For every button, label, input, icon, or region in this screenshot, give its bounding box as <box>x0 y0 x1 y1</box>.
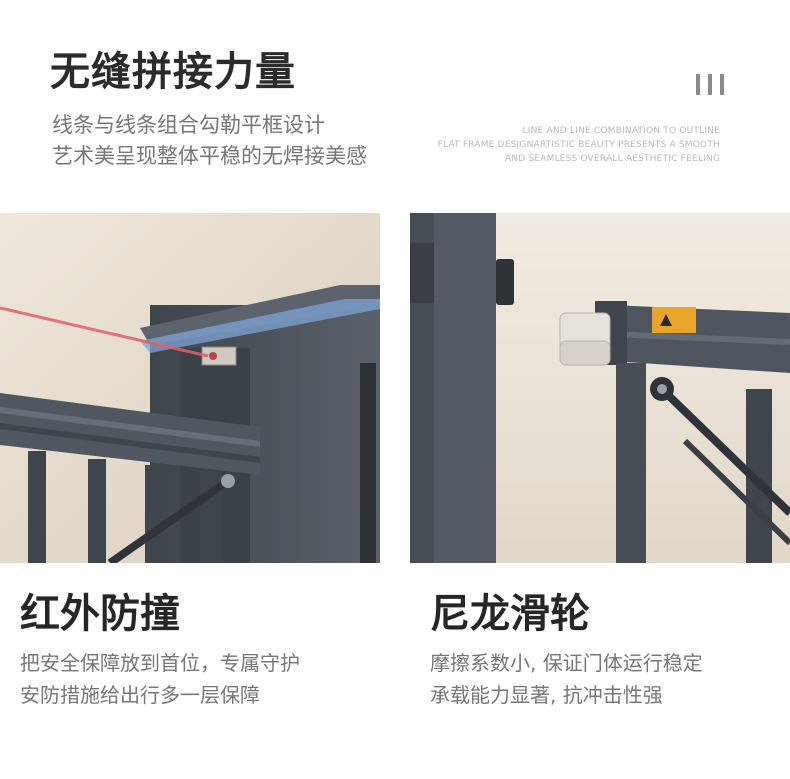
feature-desc-pulley-line-2: 承载能力显著, 抗冲击性强 <box>430 683 663 707</box>
page-title: 无缝拼接力量 <box>50 49 296 95</box>
english-caption-line-1: LINE AND LINE COMBINATION TO OUTLINE <box>522 126 720 136</box>
subtitle-line-1: 线条与线条组合勾勒平框设计 <box>52 113 325 137</box>
feature-desc-infrared-line-2: 安防措施给出行多一层保障 <box>20 683 260 707</box>
triple-bar-icon <box>696 74 724 95</box>
feature-title-infrared: 红外防撞 <box>20 591 180 637</box>
feature-title-pulley: 尼龙滑轮 <box>430 591 590 637</box>
feature-desc-infrared-line-1: 把安全保障放到首位，专属守护 <box>20 651 300 675</box>
infrared-sensor-photo <box>0 213 380 563</box>
nylon-pulley-photo <box>410 213 790 563</box>
english-caption-line-3: AND SEAMLESS OVERALL AESTHETIC FEELING <box>504 154 720 164</box>
subtitle-line-2: 艺术美呈现整体平稳的无焊接美感 <box>52 144 367 168</box>
feature-desc-pulley-line-1: 摩擦系数小, 保证门体运行稳定 <box>430 651 703 675</box>
english-caption-line-2: FLAT FRAME DESIGNARTISTIC BEAUTY PRESENT… <box>437 140 720 150</box>
